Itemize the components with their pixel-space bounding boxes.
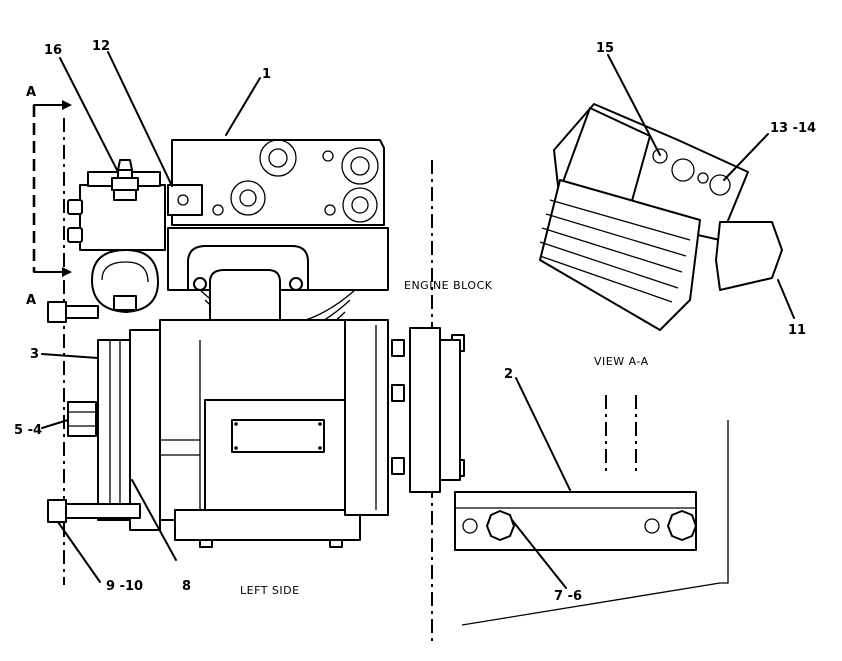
bracket-bolt-right [667, 510, 697, 541]
section-line-a-a [32, 100, 72, 277]
caption-engine-block: ENGINE BLOCK [404, 279, 493, 292]
view-a-a-inset [539, 103, 783, 331]
adapter-plate [409, 327, 441, 493]
callout-8: 8 [182, 579, 191, 594]
caption-view-a-a: VIEW A-A [594, 355, 649, 368]
pulley [97, 339, 131, 521]
engine-block-edge [461, 420, 729, 626]
crankcase-cover [204, 399, 356, 516]
compressor-assembly [159, 139, 389, 548]
pulley-nut [67, 401, 97, 437]
crankcase-base [174, 509, 361, 541]
callout-9-10: 9 -10 [106, 579, 143, 594]
section-mark-top: A [26, 85, 36, 100]
lower-bolt [65, 503, 141, 519]
inset-fitting [715, 221, 783, 291]
callout-13-14: 13 -14 [770, 121, 816, 136]
callout-1: 1 [262, 67, 271, 82]
callout-7-6: 7 -6 [554, 589, 582, 604]
grease-fitting [111, 177, 139, 191]
callout-2: 2 [504, 367, 513, 382]
name-plate [231, 419, 325, 453]
pulley-assembly [47, 301, 161, 531]
support-bracket [454, 491, 697, 551]
rear-flange [344, 319, 389, 516]
section-mark-bottom: A [26, 293, 36, 308]
mounting-bracket [167, 184, 203, 216]
callout-16: 16 [44, 43, 62, 58]
leader-lines [41, 51, 795, 589]
bracket-bolt-left [486, 510, 515, 541]
callout-12: 12 [92, 39, 110, 54]
callout-11: 11 [788, 323, 806, 338]
upper-bolt [65, 305, 99, 319]
callout-5-4: 5 -4 [14, 423, 42, 438]
caption-left-side: LEFT SIDE [240, 584, 300, 597]
inset-finned-cylinder [539, 179, 701, 331]
callout-3: 3 [30, 347, 39, 362]
mounting-bracket-assembly [391, 327, 697, 551]
callout-15: 15 [596, 41, 614, 56]
unloader-valve [67, 159, 203, 251]
